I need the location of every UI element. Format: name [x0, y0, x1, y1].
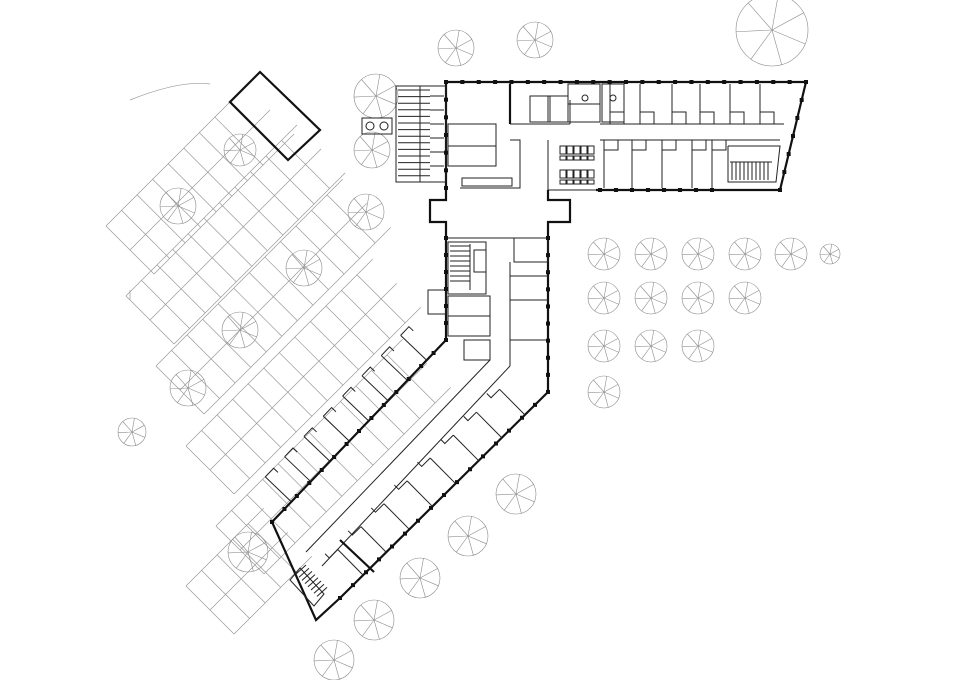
stair-south — [289, 564, 328, 607]
parking-lot — [105, 83, 451, 635]
window-mullions — [270, 80, 808, 600]
stair-east — [727, 145, 781, 183]
outbuilding — [228, 70, 322, 162]
trees — [117, 0, 841, 680]
central-link — [428, 140, 596, 239]
southwest-wing — [264, 237, 550, 622]
east-wing — [444, 80, 808, 192]
